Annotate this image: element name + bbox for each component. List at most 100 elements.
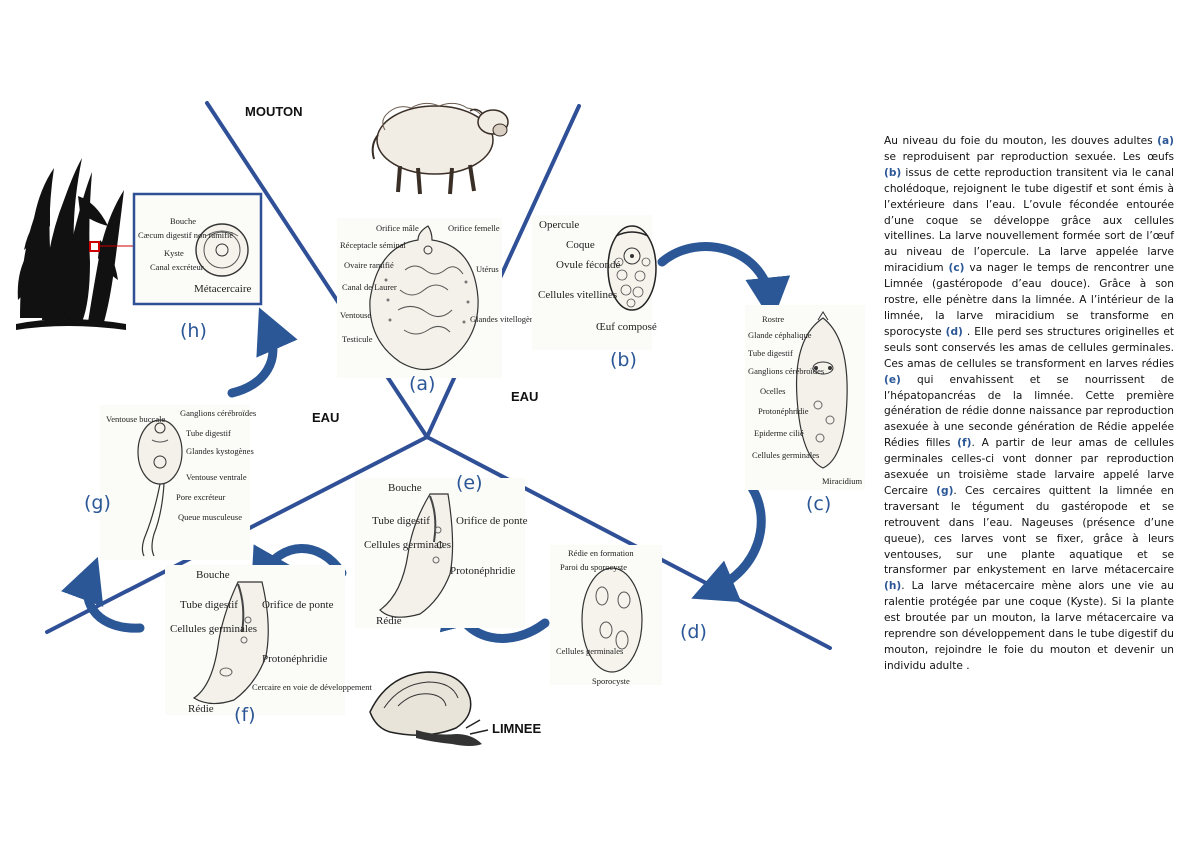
label-uterus: Utérus [476, 264, 499, 274]
description-text: va nager le temps de rencontrer une Limn… [884, 262, 1174, 338]
label-opercule: Opercule [539, 219, 579, 231]
label-tube: Tube digestif [748, 348, 793, 358]
description-text: se reproduisent par reproduction sexuée.… [884, 150, 1174, 163]
description-text: . La larve métacercaire mène alors une v… [884, 580, 1174, 672]
label-miracidium: Miracidium [822, 476, 863, 486]
label-epiderme: Epiderme cilié [754, 428, 804, 438]
description-stage-ref: (d) [945, 325, 963, 338]
metacercaire-illustration: Bouche Cæcum digestif non ramifié Kyste … [132, 192, 263, 306]
description-stage-ref: (a) [1157, 135, 1174, 147]
label-f-proto: Protonéphridie [262, 653, 327, 665]
label-f-bouche: Bouche [196, 569, 230, 581]
label-sporo-cellules: Cellules germinales [556, 646, 623, 656]
label-ganglions: Ganglions cérébroïdes [748, 366, 824, 376]
label-g-ganglions: Ganglions cérébroïdes [180, 408, 256, 418]
sporocyste-illustration: Rédie en formation Paroi du sporocyste C… [550, 545, 662, 686]
label-h-metacercaire: Métacercaire [194, 283, 252, 295]
label-receptacle: Réceptacle séminal [340, 240, 406, 250]
label-oeuf-compose: Œuf composé [596, 321, 657, 333]
label-h-canal: Canal excréteur [150, 262, 204, 272]
stage-label-d: (d) [680, 621, 707, 643]
label-h-caecum: Cæcum digestif non ramifié [138, 230, 233, 240]
label-ovule: Ovule fécondé [556, 259, 621, 271]
label-proto: Protonéphridie [758, 406, 809, 416]
label-e-tube: Tube digestif [372, 515, 430, 527]
redie-f-illustration: Bouche Tube digestif Cellules germinales… [165, 565, 373, 715]
metacercaire-marker [89, 241, 100, 252]
zone-label-eau-left: EAU [312, 410, 340, 425]
label-ventouse: Ventouse [340, 310, 371, 320]
label-f-cellules: Cellules germinales [170, 623, 257, 635]
label-paroi: Paroi du sporocyste [560, 562, 627, 572]
description-stage-ref: (g) [936, 484, 954, 497]
label-cellules-germinales: Cellules germinales [752, 450, 819, 460]
label-g-ventouse-buccale: Ventouse buccale [106, 414, 165, 424]
cycle-arrows [61, 242, 791, 643]
description-text: issus de cette reproduction transitent v… [884, 166, 1174, 275]
label-e-orifice: Orifice de ponte [456, 515, 528, 527]
stage-label-c: (c) [806, 493, 832, 515]
label-testicule: Testicule [342, 334, 373, 344]
description-text: Au niveau du foie du mouton, les douves … [884, 135, 1158, 147]
label-e-cellules: Cellules germinales [364, 539, 451, 551]
arrow-c-to-d [691, 483, 766, 603]
zone-label-eau-right: EAU [511, 389, 539, 404]
label-g-pore: Pore excréteur [176, 492, 225, 502]
label-ovaire: Ovaire ramifié [344, 260, 394, 270]
stage-label-h: (h) [180, 320, 207, 342]
description-stage-ref: (b) [884, 166, 902, 179]
label-cellules-vitellines: Cellules vitellines [538, 289, 617, 301]
label-coque: Coque [566, 239, 595, 251]
stage-label-b: (b) [610, 349, 637, 371]
label-sporocyste: Sporocyste [592, 676, 630, 686]
stage-label-f: (f) [234, 704, 256, 726]
label-rostre: Rostre [762, 314, 784, 324]
label-g-ventouse-ventrale: Ventouse ventrale [186, 472, 247, 482]
label-f-redie: Rédie [188, 703, 214, 715]
label-vitellogenes: Glandes vitellogènes [470, 314, 541, 324]
plant-icon [16, 158, 126, 330]
egg-illustration: Opercule Coque Ovule fécondé Cellules vi… [532, 215, 657, 350]
description-stage-ref: (c) [948, 262, 965, 275]
snail-icon [369, 671, 489, 746]
label-h-bouche: Bouche [170, 216, 196, 226]
miracidium-illustration: Rostre Glande céphalique Tube digestif G… [745, 305, 865, 490]
cercaire-illustration: Ventouse buccale Ganglions cérébroïdes T… [100, 405, 256, 560]
label-g-glandes: Glandes kystogènes [186, 446, 254, 456]
division-line-mouton-left [205, 101, 429, 439]
label-f-orifice: Orifice de ponte [262, 599, 334, 611]
label-g-queue: Queue musculeuse [178, 512, 242, 522]
label-glande: Glande céphalique [748, 330, 812, 340]
zone-label-mouton: MOUTON [245, 104, 303, 119]
zone-label-limnee: LIMNEE [492, 721, 542, 736]
division-line-eau-right [425, 435, 832, 650]
label-e-redie: Rédie [376, 615, 402, 627]
stage-label-e: (e) [456, 472, 483, 494]
sheep-icon [371, 102, 509, 195]
description-stage-ref: (h) [884, 580, 902, 593]
description-text: . A partir de leur amas de cellules germ… [884, 437, 1174, 497]
label-ocelles: Ocelles [760, 386, 786, 396]
division-line-mouton-right [425, 104, 581, 439]
label-g-tube: Tube digestif [186, 428, 231, 438]
label-h-kyste: Kyste [164, 248, 184, 258]
redie-e-illustration: Bouche Tube digestif Cellules germinales… [355, 478, 528, 628]
cycle-description: Au niveau du foie du mouton, les douves … [884, 134, 1174, 675]
stage-label-a: (a) [409, 373, 436, 395]
description-text: qui envahissent et se nourrissent de l’h… [884, 373, 1174, 450]
description-stage-ref: (f) [957, 437, 972, 450]
label-f-tube: Tube digestif [180, 599, 238, 611]
arrow-g-to-h [227, 307, 298, 398]
description-text: . Ces cercaires quittent la limnée en tr… [884, 484, 1174, 577]
label-e-proto: Protonéphridie [450, 565, 515, 577]
label-f-cercaire: Cercaire en voie de développement [252, 682, 373, 692]
label-canal-laurer: Canal de Laurer [342, 282, 397, 292]
label-redie-formation: Rédie en formation [568, 548, 634, 558]
description-stage-ref: (e) [884, 373, 901, 386]
label-orifice-femelle: Orifice femelle [448, 223, 500, 233]
arrow-b-to-c [657, 242, 791, 323]
adult-fluke-illustration: Orifice mâle Orifice femelle Réceptacle … [337, 218, 541, 378]
arrow-f-to-g [61, 556, 145, 633]
stage-label-g: (g) [84, 492, 111, 514]
